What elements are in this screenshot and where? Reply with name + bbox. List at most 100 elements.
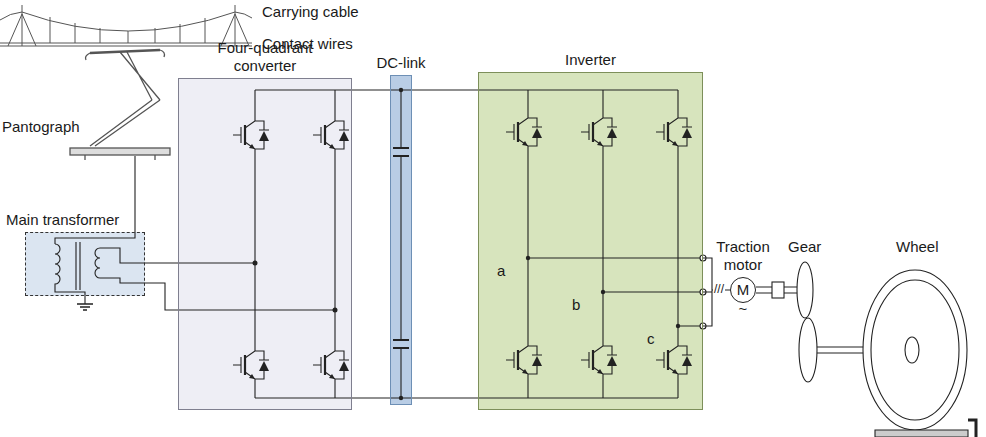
junction-dot	[253, 261, 258, 266]
igbt-symbol	[522, 141, 528, 146]
junction-dot	[253, 88, 681, 400]
igbt-symbol	[667, 122, 669, 142]
dc-link-box: DC-link	[390, 75, 412, 405]
igbt-symbol	[244, 125, 246, 145]
motor-label: Traction motor	[707, 238, 779, 274]
wire-connector	[145, 263, 178, 310]
box-fill	[478, 72, 703, 410]
igbt-symbol	[329, 374, 335, 379]
phase-label: a	[497, 262, 505, 280]
ac-symbol: ~	[739, 300, 748, 318]
igbt-symbol	[244, 355, 246, 375]
box-fill	[25, 232, 145, 296]
igbt-symbol	[592, 122, 594, 142]
phase-label: b	[572, 296, 580, 314]
drivetrain	[871, 280, 959, 420]
catenary	[50, 17, 205, 43]
igbt-symbol	[249, 144, 255, 149]
igbt-symbol	[324, 125, 326, 145]
igbt-symbol	[592, 350, 594, 370]
transformer-symbol	[76, 242, 80, 290]
transformer-symbol	[55, 156, 135, 244]
inverter-wiring	[478, 90, 678, 398]
drivetrain	[799, 318, 817, 382]
transformer-box: Main transformer	[25, 232, 145, 296]
motor-circle: Traction motorM~	[730, 277, 756, 303]
box-fill	[25, 72, 703, 410]
phase-label: c	[647, 330, 655, 348]
converter-box: Four-quadrant converter	[178, 78, 352, 410]
pantograph-figure	[70, 50, 170, 160]
drivetrain	[772, 282, 784, 298]
drivetrain	[797, 262, 813, 318]
igbt-symbol	[532, 356, 542, 366]
igbt-symbol	[517, 350, 519, 370]
junction-dot	[333, 308, 338, 313]
igbt-symbol	[259, 131, 269, 141]
igbt-symbol	[672, 141, 678, 146]
igbt-symbol	[682, 128, 692, 138]
igbt-symbol	[656, 340, 692, 380]
igbt-symbol	[259, 361, 269, 371]
pantograph-figure	[90, 100, 160, 146]
igbt-symbol	[581, 112, 617, 152]
catenary	[0, 43, 252, 46]
converter-wiring	[255, 90, 352, 398]
igbt-symbol	[532, 128, 542, 138]
part-label: Pantograph	[2, 118, 80, 136]
part-label: Wheel	[896, 238, 939, 256]
phase-mark: ///	[713, 281, 725, 297]
converter-wiring	[178, 263, 335, 310]
capacitor-symbol	[400, 90, 401, 398]
pantograph-figure	[90, 50, 160, 53]
converter-wiring	[178, 90, 352, 398]
wire-connector	[352, 90, 390, 398]
pantograph-figure	[120, 52, 160, 100]
box-heading: DC-link	[376, 54, 425, 72]
inverter-wiring	[528, 258, 700, 326]
cable-label: Contact wires	[262, 35, 353, 53]
cable-label: Carrying cable	[262, 3, 359, 21]
transformer-symbol	[95, 248, 100, 278]
igbt-symbol	[329, 144, 335, 149]
box-fill	[390, 75, 412, 405]
igbt-symbol	[233, 345, 269, 385]
drivetrain	[875, 430, 968, 437]
catenary	[0, 5, 252, 46]
igbt-symbol	[339, 361, 349, 371]
capacitor-symbol	[393, 148, 409, 348]
igbt-symbol	[233, 115, 269, 155]
transformer-symbol	[100, 248, 145, 283]
igbt-symbol	[313, 115, 349, 155]
igbt-symbol	[249, 374, 255, 379]
box-heading: Inverter	[565, 51, 616, 69]
igbt-symbol	[672, 369, 678, 374]
inverter-wiring	[527, 90, 528, 398]
pantograph-figure	[85, 155, 155, 160]
igbt-symbol	[597, 369, 603, 374]
motor-symbol: M	[737, 281, 750, 299]
igbt-symbol	[324, 355, 326, 375]
igbt-symbol	[506, 112, 542, 152]
inverter-box: Inverter	[478, 72, 703, 410]
igbt-symbol	[667, 350, 669, 370]
igbt-symbol	[597, 141, 603, 146]
igbt-symbol	[522, 369, 528, 374]
catenary	[8, 5, 249, 46]
capacitor-symbol	[390, 90, 412, 398]
box-fill	[178, 78, 352, 410]
igbt-symbol	[607, 128, 617, 138]
wire-connector	[412, 90, 478, 398]
igbt-symbol	[517, 122, 519, 142]
drivetrain	[905, 337, 919, 363]
igbt-symbol	[581, 340, 617, 380]
inverter-wiring	[602, 90, 603, 398]
transformer-symbol	[55, 156, 145, 310]
inverter-wiring	[677, 90, 678, 398]
igbt-symbol	[233, 112, 692, 385]
transformer-symbol	[77, 304, 93, 310]
capacitor-symbol	[390, 90, 412, 398]
